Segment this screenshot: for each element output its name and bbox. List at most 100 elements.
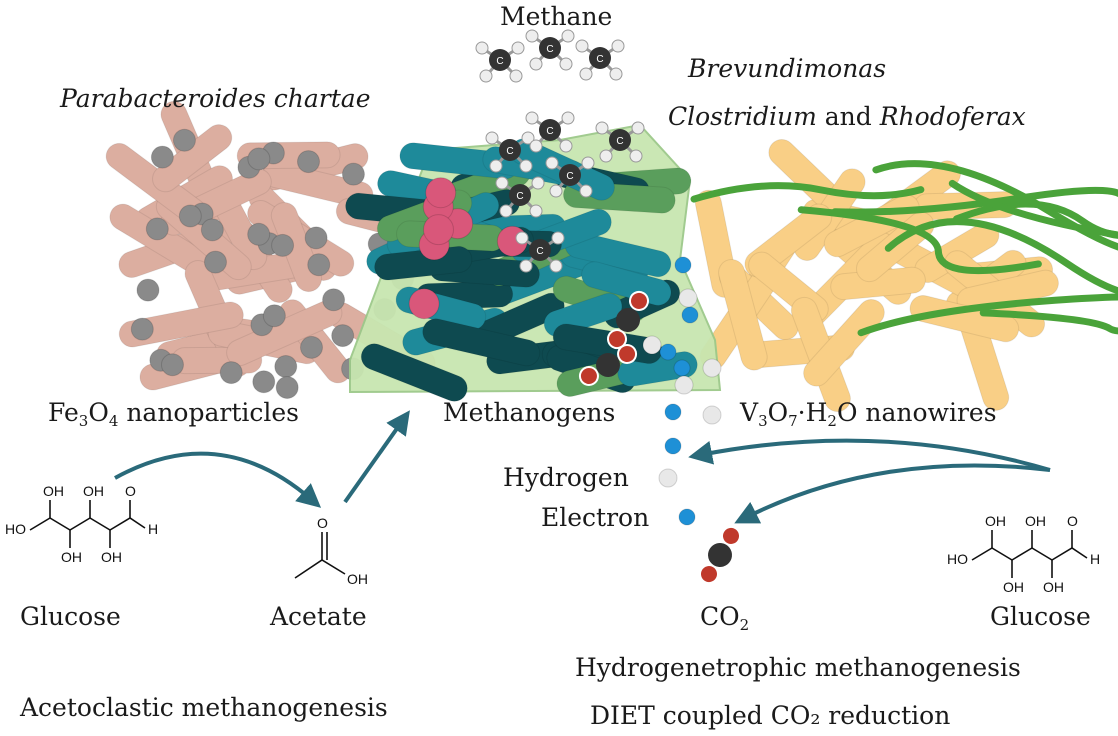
- electron-particle: [681, 306, 699, 324]
- hydrogen-atom: [515, 231, 529, 245]
- carbon-atom: [609, 129, 631, 151]
- methane-molecule: C: [495, 176, 545, 218]
- methane-label: Methane: [500, 2, 613, 31]
- oxygen-atom: [721, 525, 741, 546]
- parabacteroides-label: Parabacteroides chartae: [60, 84, 371, 113]
- v3o7-label: V3O7·H2O nanowires: [740, 398, 997, 430]
- iron-oxide-nanoparticle: [341, 162, 365, 186]
- hydrogen-particle: [674, 375, 694, 395]
- hydrogen-atom: [499, 204, 513, 218]
- iron-oxide-nanoparticle: [296, 150, 320, 174]
- hydrogen-atom: [545, 156, 559, 170]
- co2-molecule-large: [699, 525, 741, 585]
- carbon-letter: C: [616, 136, 623, 147]
- iron-oxide-nanoparticle: [274, 355, 298, 379]
- iron-oxide-nanoparticle: [136, 278, 160, 302]
- iron-oxide-nanoparticle: [145, 217, 169, 241]
- iron-oxide-nanoparticle: [322, 288, 346, 312]
- oh-label: OH: [347, 571, 368, 587]
- hydrogen-atom: [525, 29, 539, 43]
- carbon-atom: [489, 49, 511, 71]
- clostridium-rhodoferax-label: Clostridium and Rhodoferax: [668, 104, 1026, 129]
- hydrogen-atom: [581, 156, 595, 170]
- glucose-right-label: Glucose: [990, 602, 1091, 631]
- electron-particle: [664, 403, 682, 421]
- nanowire: [690, 182, 925, 203]
- iron-oxide-nanoparticle: [160, 353, 184, 377]
- oh-label: OH: [101, 549, 122, 565]
- methane-molecule: C: [575, 39, 625, 81]
- hydrogen-atom: [549, 259, 563, 273]
- iron-oxide-nanoparticle: [275, 375, 299, 399]
- carbon-letter: C: [546, 126, 553, 137]
- hydrogen-legend-label: Hydrogen: [503, 463, 629, 492]
- methanogen-rod: [422, 318, 541, 367]
- hydrogen-atom: [599, 149, 613, 163]
- methanogen-coccus: [423, 214, 455, 246]
- methane-molecule: C: [545, 156, 595, 198]
- o-label: O: [317, 515, 328, 531]
- oh-label: OH: [1003, 579, 1024, 595]
- acetoclastic-label: Acetoclastic methanogenesis: [20, 693, 388, 722]
- oh-label: OH: [1043, 579, 1064, 595]
- methane-molecule: C: [525, 29, 575, 71]
- iron-oxide-nanoparticle: [252, 370, 276, 394]
- hydrogen-atom: [561, 111, 575, 125]
- hydrogen-atom: [489, 159, 503, 173]
- diet-label: DIET coupled CO₂ reduction: [590, 701, 951, 730]
- h-label: H: [1090, 551, 1100, 567]
- methanogens-label: Methanogens: [443, 398, 616, 427]
- hydrogen-atom: [529, 204, 543, 218]
- hydrogenotrophic-label: Hydrogenetrophic methanogenesis: [575, 653, 1021, 682]
- carbon-atom: [559, 164, 581, 186]
- oh-label: OH: [1025, 513, 1046, 529]
- hydrogen-particle: [702, 405, 722, 425]
- iron-oxide-nanoparticle: [307, 253, 331, 277]
- iron-oxide-nanoparticle: [150, 145, 174, 169]
- carbon-atom: [616, 308, 640, 332]
- methane-molecule: C: [515, 231, 565, 273]
- carbon-letter: C: [546, 44, 553, 55]
- oh-label: OH: [83, 483, 104, 499]
- hydrogen-atom: [529, 57, 543, 71]
- h-label: H: [148, 521, 158, 537]
- oxygen-atom: [578, 366, 599, 386]
- electron-particle: [673, 359, 691, 377]
- co2-label: CO2: [700, 602, 750, 634]
- oxygen-atom: [607, 329, 627, 350]
- iron-oxide-nanoparticle: [200, 218, 224, 242]
- yellow-bacterium-rod: [803, 298, 885, 387]
- carbon-atom: [499, 139, 521, 161]
- iron-oxide-nanoparticle: [331, 324, 355, 348]
- carbon-atom: [539, 119, 561, 141]
- iron-oxide-nanoparticle: [299, 335, 323, 359]
- iron-oxide-nanoparticle: [203, 250, 227, 274]
- yellow-bacterium-rod: [718, 259, 768, 371]
- arrow-glucose-to-hydrogen: [688, 438, 1051, 472]
- ho-label: HO: [947, 551, 968, 567]
- electron-legend-label: Electron: [541, 503, 650, 532]
- methanogen-coccus: [408, 288, 440, 320]
- hydrogen-atom: [549, 184, 563, 198]
- o-label: O: [125, 483, 136, 499]
- carbon-letter: C: [566, 171, 573, 182]
- acetate-structure: [294, 532, 346, 579]
- carbon-atom: [509, 184, 531, 206]
- o-label: O: [1067, 513, 1078, 529]
- electron-particle: [678, 508, 696, 526]
- nanowire: [884, 218, 1118, 295]
- hydrogen-atom: [521, 131, 535, 145]
- arrow-glucose-to-acetate: [114, 451, 322, 508]
- methanogen-coccus: [425, 177, 457, 209]
- carbon-chain: [971, 547, 1088, 561]
- glucose-left-label: Glucose: [20, 602, 121, 631]
- hydrogen-atom: [609, 67, 623, 81]
- hydrogen-atom: [561, 29, 575, 43]
- iron-oxide-nanoparticle: [247, 222, 271, 246]
- hydrogen-atom: [575, 39, 589, 53]
- hydrogen-atom: [579, 67, 593, 81]
- clostridium-text: Clostridium: [668, 102, 817, 131]
- hydrogen-atom: [631, 121, 645, 135]
- electron-particle: [674, 256, 692, 274]
